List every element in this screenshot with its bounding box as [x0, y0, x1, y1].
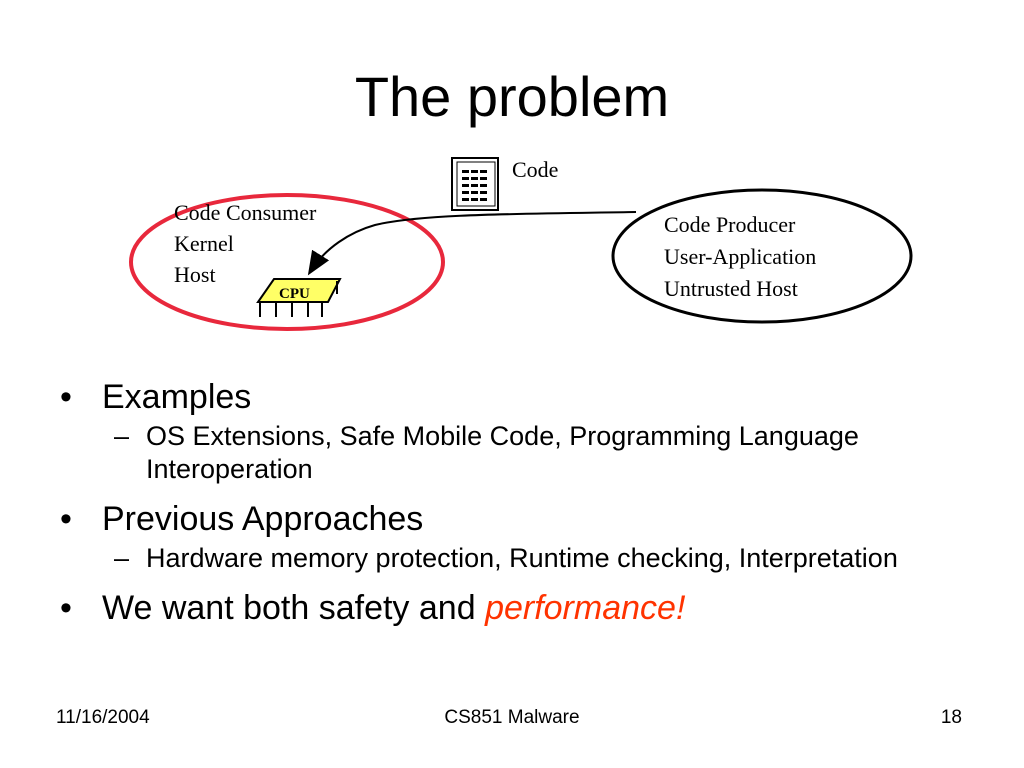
consumer-ellipse	[129, 193, 445, 331]
producer-label: Code Producer User-Application Untrusted…	[664, 212, 822, 301]
consumer-line: Host	[174, 262, 216, 287]
emphasis-exclamation: !	[675, 589, 686, 627]
sub-bullet-item: – OS Extensions, Safe Mobile Code, Progr…	[60, 420, 980, 486]
bullet-glyph: •	[60, 378, 72, 416]
bullet-glyph: •	[60, 589, 72, 627]
code-flow-arrow	[307, 211, 637, 276]
bullet-item: • Examples	[60, 374, 980, 420]
sub-bullet-item: – Hardware memory protection, Runtime ch…	[60, 542, 980, 575]
sub-bullet-text: OS Extensions, Safe Mobile Code, Program…	[146, 421, 859, 484]
bullet-item: • We want both safety and performance!	[60, 585, 980, 631]
emphasis-performance: performance	[485, 589, 676, 627]
bullet-glyph: •	[60, 500, 72, 538]
consumer-label: Code Consumer Kernel Host	[174, 200, 322, 287]
sub-bullet-glyph: –	[114, 543, 130, 573]
sub-bullet-text: Hardware memory protection, Runtime chec…	[146, 543, 898, 573]
footer-date: 11/16/2004	[56, 707, 150, 728]
bullet-text: Previous Approaches	[102, 500, 424, 538]
producer-line: Untrusted Host	[664, 276, 798, 301]
footer-course: CS851 Malware	[444, 707, 580, 728]
cpu-chip-icon: CPU	[256, 278, 342, 317]
document-icon	[451, 157, 499, 211]
producer-ellipse	[611, 188, 913, 324]
code-label: Code	[512, 157, 558, 182]
producer-line: User-Application	[664, 244, 816, 269]
slide-title: The problem	[354, 65, 670, 128]
bullet-text-before: We want both safety and	[102, 589, 486, 627]
bullet-item: • Previous Approaches	[60, 496, 980, 542]
consumer-line: Code Consumer	[174, 200, 317, 225]
bullet-list: • Examples – OS Extensions, Safe Mobile …	[60, 374, 980, 631]
cpu-label: CPU	[279, 286, 310, 302]
bullet-text: Examples	[102, 378, 252, 416]
producer-line: Code Producer	[664, 212, 796, 237]
sub-bullet-glyph: –	[114, 421, 130, 451]
consumer-line: Kernel	[174, 231, 234, 256]
footer-page-number: 18	[940, 707, 962, 728]
